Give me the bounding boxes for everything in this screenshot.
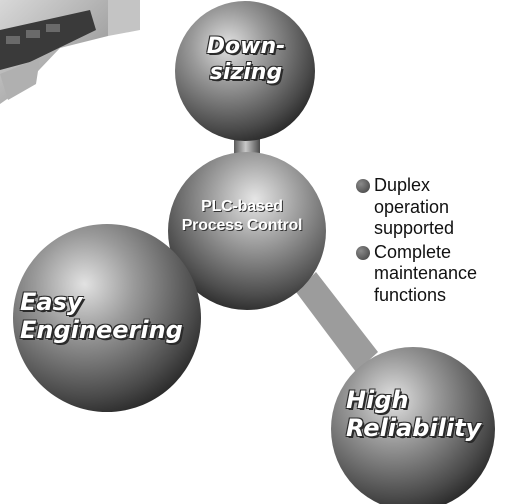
bullet-icon — [356, 245, 370, 260]
node-label-downsizing: Down- sizing — [192, 34, 300, 86]
node-label-high-reliability: High Reliability — [346, 386, 481, 443]
plc-device-image — [0, 0, 140, 104]
node-label-line: Easy — [20, 288, 83, 316]
feature-text: Complete maintenance functions — [374, 242, 477, 307]
node-label-line: Down- — [206, 34, 286, 59]
node-label-line: High — [346, 386, 409, 414]
node-label-easy-engineering: Easy Engineering — [20, 288, 183, 345]
sphere-top — [175, 1, 315, 141]
feature-item: Duplex operation supported — [354, 175, 477, 240]
feature-line: Complete — [374, 241, 452, 262]
node-label-line: sizing — [209, 59, 283, 85]
node-label-line: Process Control — [181, 216, 303, 234]
feature-line: supported — [374, 218, 455, 239]
bullet-icon — [356, 179, 370, 193]
node-label-line: PLC-based — [201, 198, 283, 215]
node-label-center: PLC-based Process Control — [168, 198, 316, 236]
feature-text: Duplex operation supported — [374, 175, 477, 240]
feature-line: Duplex — [374, 175, 431, 195]
feature-list: Duplex operation supported Complete main… — [354, 175, 477, 309]
feature-line: functions — [374, 284, 447, 305]
sphere-left — [13, 224, 201, 412]
node-label-line: Engineering — [20, 316, 183, 345]
feature-line: operation — [374, 196, 450, 217]
node-label-line: Reliability — [346, 414, 482, 443]
feature-line: maintenance — [374, 263, 478, 284]
sphere-center — [168, 152, 326, 310]
sphere-bottom-right — [331, 347, 495, 504]
feature-item: Complete maintenance functions — [354, 242, 477, 307]
